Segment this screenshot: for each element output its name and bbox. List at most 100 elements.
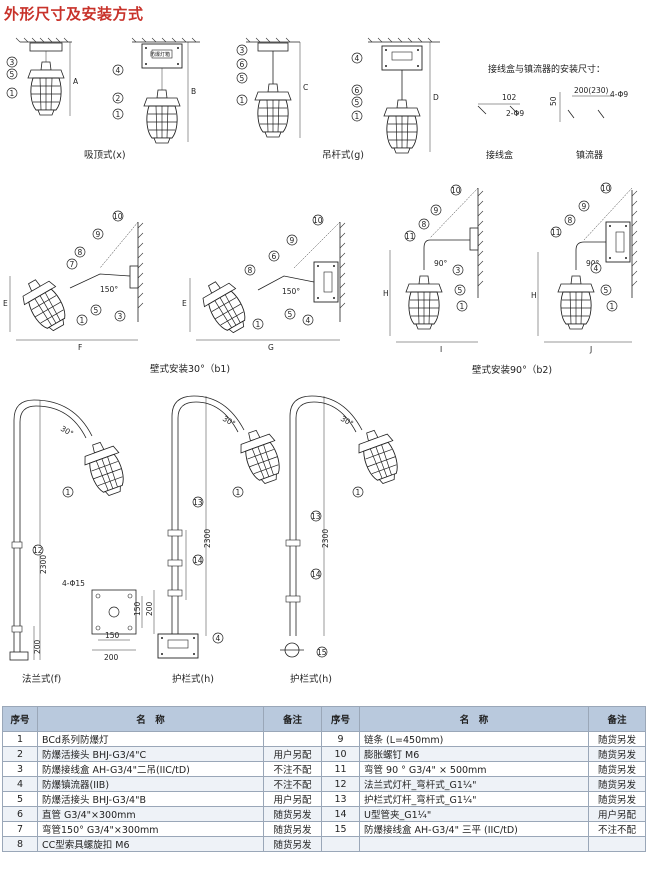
svg-text:15: 15 <box>317 648 327 657</box>
svg-text:11: 11 <box>405 232 415 241</box>
cell-name: 弯管150° G3/4"×300mm <box>37 821 264 837</box>
cell-remark: 用户另配 <box>263 746 322 762</box>
svg-text:1: 1 <box>356 488 361 497</box>
svg-text:50: 50 <box>549 96 558 106</box>
svg-text:10: 10 <box>451 186 461 195</box>
cell-name: 防爆镇流器(IIB) <box>37 776 264 792</box>
figure-rail-b: 30° 2300 13 14 15 1 <box>280 395 406 658</box>
cell-name: 护栏式灯杆_弯杆式_G1¼" <box>359 791 589 807</box>
svg-text:6: 6 <box>272 252 277 261</box>
col-header-remark: 备注 <box>263 706 322 732</box>
svg-text:3: 3 <box>10 58 15 67</box>
svg-text:200: 200 <box>33 639 42 654</box>
cell-name <box>359 836 589 852</box>
cell-no: 2 <box>2 746 38 762</box>
cell-name: CC型索具螺旋扣 M6 <box>37 836 264 852</box>
svg-text:5: 5 <box>604 286 609 295</box>
junction-box-caption: 接线盒 <box>486 149 513 161</box>
figure-flange: 30° 2300 200 12 1 <box>9 399 132 661</box>
svg-text:4: 4 <box>116 66 121 75</box>
svg-text:13: 13 <box>311 512 321 521</box>
cell-no <box>321 836 360 852</box>
svg-text:防爆灯箱: 防爆灯箱 <box>150 51 170 58</box>
svg-text:5: 5 <box>10 70 15 79</box>
svg-text:1: 1 <box>80 316 85 325</box>
callouts-ceiling: 3 5 1 <box>6 56 18 99</box>
svg-text:150: 150 <box>133 601 142 616</box>
svg-text:3: 3 <box>240 46 245 55</box>
svg-text:4: 4 <box>306 316 311 325</box>
cell-remark: 不注不配 <box>588 821 646 837</box>
cell-remark: 不注不配 <box>263 776 322 792</box>
cell-remark: 用户另配 <box>588 806 646 822</box>
cell-remark: 随货另发 <box>588 761 646 777</box>
cell-name: 链条 (L=450mm) <box>359 731 589 747</box>
table-row: 1 BCd系列防爆灯 9 链条 (L=450mm) 随货另发 <box>2 731 646 747</box>
svg-text:6: 6 <box>240 60 245 69</box>
svg-text:1: 1 <box>355 112 360 121</box>
dim-c-label: C <box>303 83 308 92</box>
cell-no: 1 <box>2 731 38 747</box>
dim-a-label: A <box>73 77 79 86</box>
svg-text:3: 3 <box>118 312 123 321</box>
cell-name: 弯管 90 ° G3/4" × 500mm <box>359 761 589 777</box>
table-row: 7 弯管150° G3/4"×300mm 随货另发 15 防爆接线盒 AH-G3… <box>2 821 646 837</box>
cell-remark: 随货另发 <box>263 836 322 852</box>
cell-name: U型管夹_G1¼" <box>359 806 589 822</box>
dim-f-label: F <box>78 343 82 352</box>
caption-ceiling: 吸顶式(x) <box>84 149 126 161</box>
cell-no: 14 <box>321 806 360 822</box>
svg-text:1: 1 <box>610 302 615 311</box>
svg-text:200: 200 <box>104 653 119 662</box>
cell-no: 7 <box>2 821 38 837</box>
dim-d-label: D <box>433 93 439 102</box>
svg-text:2300: 2300 <box>39 555 48 574</box>
cell-remark: 随货另发 <box>588 731 646 747</box>
cell-no: 5 <box>2 791 38 807</box>
cell-no: 13 <box>321 791 360 807</box>
svg-text:102: 102 <box>502 93 517 102</box>
cell-no: 9 <box>321 731 360 747</box>
svg-text:5: 5 <box>288 310 293 319</box>
svg-text:5: 5 <box>240 74 245 83</box>
svg-text:200(230): 200(230) <box>574 86 609 95</box>
dim-j-label: J <box>589 345 592 354</box>
svg-text:1: 1 <box>256 320 261 329</box>
caption-wall-30: 壁式安装30°（b1) <box>150 363 230 375</box>
svg-text:3: 3 <box>456 266 461 275</box>
cell-remark: 随货另发 <box>263 806 322 822</box>
install-dims-title: 接线盒与镇流器的安装尺寸： <box>488 63 605 75</box>
dim-e-label: E <box>3 299 8 308</box>
svg-text:10: 10 <box>313 216 323 225</box>
dim-i-label: I <box>440 345 442 354</box>
cell-no: 8 <box>2 836 38 852</box>
cell-no: 6 <box>2 806 38 822</box>
svg-text:2-Φ9: 2-Φ9 <box>506 109 524 118</box>
cell-name: 防爆接线盒 AH-G3/4" 三平 (IIC/tD) <box>359 821 589 837</box>
svg-text:7: 7 <box>70 260 75 269</box>
figure-ceiling-mount: A 3 5 1 <box>6 37 79 116</box>
svg-text:150: 150 <box>105 631 120 640</box>
svg-text:H: H <box>531 291 537 300</box>
svg-text:8: 8 <box>248 266 253 275</box>
cell-no: 15 <box>321 821 360 837</box>
flange-plate-dims: 4-Φ15 150 200 150 200 <box>62 579 155 662</box>
svg-text:4-Φ15: 4-Φ15 <box>62 579 85 588</box>
table-row: 4 防爆镇流器(IIB) 不注不配 12 法兰式灯杆_弯杆式_G1¼" 随货另发 <box>2 776 646 792</box>
page-title: 外形尺寸及安装方式 <box>4 5 144 23</box>
ballast-dims: 50 200(230) 4-Φ9 <box>549 86 628 122</box>
cell-name: 直管 G3/4"×300mm <box>37 806 264 822</box>
cell-no: 12 <box>321 776 360 792</box>
svg-text:4-Φ9: 4-Φ9 <box>610 90 628 99</box>
table-row: 2 防爆活接头 BHJ-G3/4"C 用户另配 10 膨胀螺钉 M6 随货另发 <box>2 746 646 762</box>
svg-text:200: 200 <box>145 601 154 616</box>
svg-text:9: 9 <box>96 230 101 239</box>
parts-table: 序号 名 称 备注 序号 名 称 备注 1 BCd系列防爆灯 9 链条 (L=4… <box>2 706 646 852</box>
svg-text:4: 4 <box>216 634 221 643</box>
cell-remark: 随货另发 <box>263 821 322 837</box>
svg-text:5: 5 <box>94 306 99 315</box>
cell-name: 防爆活接头 BHJ-G3/4"B <box>37 791 264 807</box>
junction-box-dims: 102 2-Φ9 <box>477 93 524 118</box>
cell-name: 防爆活接头 BHJ-G3/4"C <box>37 746 264 762</box>
cell-name: 法兰式灯杆_弯杆式_G1¼" <box>359 776 589 792</box>
